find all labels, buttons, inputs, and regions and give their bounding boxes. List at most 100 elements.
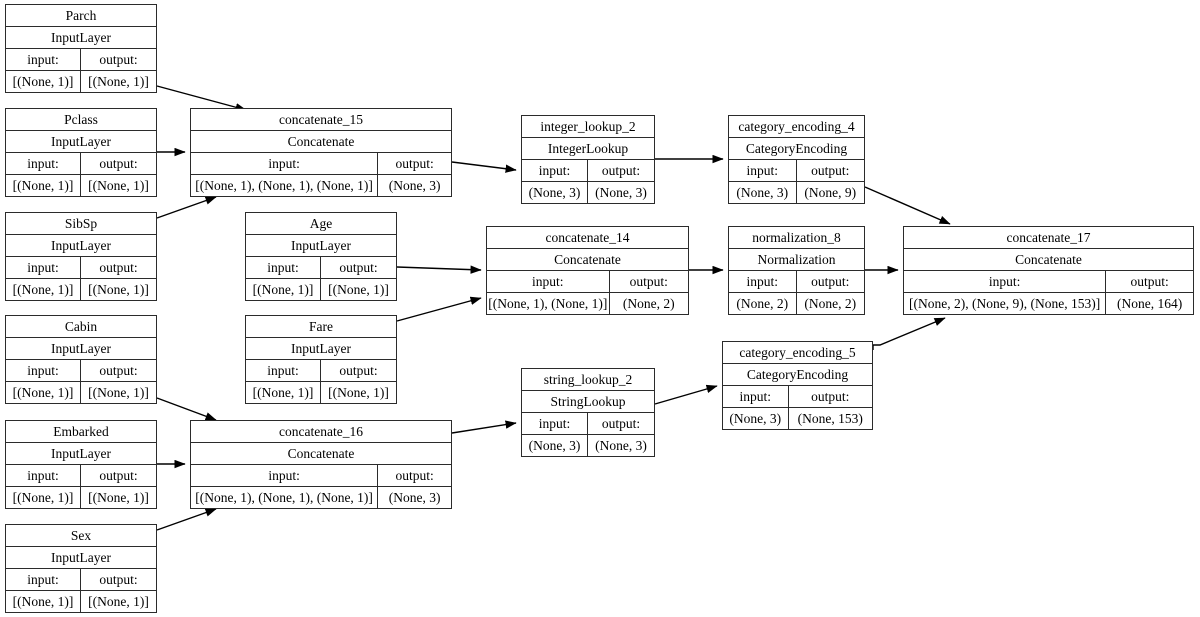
output-shape: (None, 3) <box>388 489 441 505</box>
input-shape: [(None, 1)] <box>246 279 321 300</box>
node-row: normalization_8 <box>729 227 864 249</box>
input-shape: (None, 3) <box>522 435 588 456</box>
node-row: Fare <box>246 316 396 338</box>
node-row: Concatenate <box>191 131 451 153</box>
input-shape: (None, 2) <box>729 293 797 314</box>
node-row: Age <box>246 213 396 235</box>
node-class: StringLookup <box>550 393 626 409</box>
edge-cabin-to-concatenate_16 <box>156 397 217 421</box>
input-label: input: <box>6 465 81 486</box>
node-title: Age <box>309 215 333 231</box>
node-title: concatenate_14 <box>545 229 630 245</box>
node-class: Concatenate <box>287 445 355 461</box>
node-row: InputLayer <box>246 235 396 257</box>
edge-category_encoding_5-to-concatenate_17 <box>872 317 946 350</box>
output-label: output: <box>99 259 138 275</box>
node-row: InputLayer <box>6 27 156 49</box>
node-row: input:output: <box>246 360 396 382</box>
input-label: input: <box>6 49 81 70</box>
input-label: input: <box>904 271 1107 292</box>
input-shape: (None, 3) <box>729 182 797 203</box>
node-row: Parch <box>6 5 156 27</box>
edge-parch-to-concatenate_15 <box>156 85 247 112</box>
output-label: output: <box>339 362 378 378</box>
node-row: InputLayer <box>6 547 156 569</box>
node-row: (None, 3)(None, 9) <box>729 182 864 203</box>
node-title: Sex <box>70 527 92 543</box>
node-class: CategoryEncoding <box>746 366 849 382</box>
input-shape: [(None, 1)] <box>6 175 81 196</box>
output-label: output: <box>601 162 641 178</box>
output-label: output: <box>811 273 850 289</box>
output-shape: (None, 2) <box>804 295 857 311</box>
node-row: (None, 3)(None, 3) <box>522 182 654 203</box>
node-row: concatenate_15 <box>191 109 451 131</box>
node-row: input:output: <box>191 153 451 175</box>
node-row: [(None, 1)][(None, 1)] <box>6 71 156 92</box>
input-label: input: <box>522 413 588 434</box>
node-class: InputLayer <box>51 445 111 461</box>
output-shape: (None, 3) <box>595 437 647 453</box>
input-shape: (None, 3) <box>723 408 789 429</box>
output-shape: [(None, 1)] <box>88 281 149 297</box>
node-class: InputLayer <box>291 237 351 253</box>
node-row: [(None, 1)][(None, 1)] <box>6 175 156 196</box>
output-shape: (None, 2) <box>622 295 675 311</box>
node-row: category_encoding_5 <box>723 342 872 364</box>
input-label: input: <box>6 257 81 278</box>
input-label: input: <box>729 271 797 292</box>
edge-fare-to-concatenate_14 <box>396 296 482 322</box>
node-row: input: output: <box>522 413 654 435</box>
input-shape: (None, 3) <box>522 182 588 203</box>
edge-concatenate_15-to-integer_lookup_2 <box>451 161 517 173</box>
node-class: Concatenate <box>287 133 355 149</box>
node-class: InputLayer <box>51 237 111 253</box>
input-label: input: <box>6 153 81 174</box>
output-label: output: <box>601 415 641 431</box>
node-row: input:output: <box>6 49 156 71</box>
output-label: output: <box>99 571 138 587</box>
node-title: concatenate_16 <box>279 423 363 439</box>
output-shape: (None, 3) <box>388 177 441 193</box>
output-label: output: <box>99 467 138 483</box>
node-row: Concatenate <box>904 249 1193 271</box>
edge-category_encoding_4-to-concatenate_17 <box>864 186 951 225</box>
input-label: input: <box>191 153 379 174</box>
output-shape: [(None, 1)] <box>328 281 389 297</box>
node-row: [(None, 1)][(None, 1)] <box>6 382 156 403</box>
input-label: input: <box>246 257 321 278</box>
node-row: InputLayer <box>6 131 156 153</box>
node-title: Pclass <box>64 111 98 127</box>
node-row: Normalization <box>729 249 864 271</box>
node-row: [(None, 1)][(None, 1)] <box>6 279 156 300</box>
node-row: integer_lookup_2 <box>522 116 654 138</box>
node-row: input:output: <box>6 153 156 175</box>
node-title: category_encoding_4 <box>738 118 855 134</box>
node-class: InputLayer <box>51 340 111 356</box>
node-row: [(None, 1)] [(None, 1)] <box>246 279 396 300</box>
input-shape: [(None, 1)] <box>246 382 321 403</box>
input-shape: [(None, 1)] <box>6 382 81 403</box>
input-label: input: <box>522 160 588 181</box>
node-row: CategoryEncoding <box>729 138 864 160</box>
node-row: input:output: <box>6 360 156 382</box>
node-row: InputLayer <box>246 338 396 360</box>
node-row: (None, 2) (None, 2) <box>729 293 864 314</box>
